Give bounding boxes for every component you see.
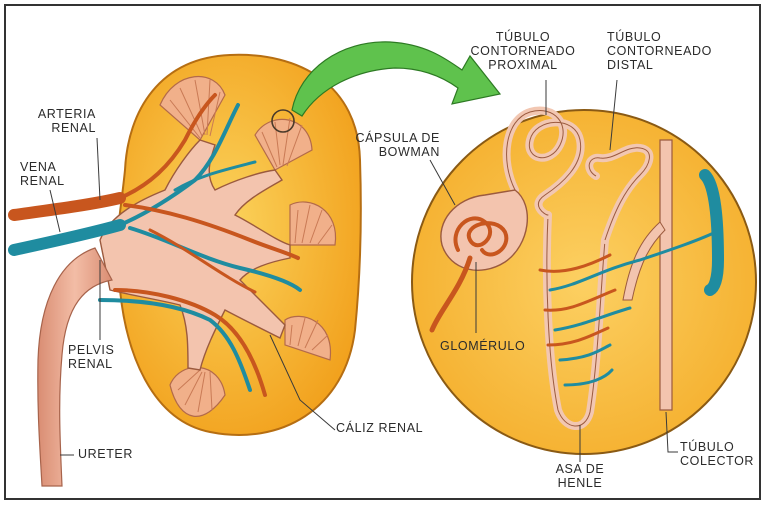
collecting-tubule bbox=[660, 140, 672, 410]
label-asa-henle: ASA DE HENLE bbox=[532, 462, 628, 490]
label-tubulo-distal: TÚBULO CONTORNEADO DISTAL bbox=[607, 30, 725, 72]
nephron-detail-circle bbox=[412, 110, 756, 454]
label-vena-renal: VENA RENAL bbox=[20, 160, 90, 188]
label-tubulo-proximal: TÚBULO CONTORNEADO PROXIMAL bbox=[464, 30, 582, 72]
label-tubulo-colector: TÚBULO COLECTOR bbox=[680, 440, 762, 468]
label-ureter: URETER bbox=[78, 447, 158, 461]
label-pelvis-renal: PELVIS RENAL bbox=[68, 343, 138, 371]
label-glomerulo: GLOMÉRULO bbox=[440, 339, 540, 353]
label-arteria-renal: ARTERIA RENAL bbox=[16, 107, 96, 135]
label-caliz-renal: CÁLIZ RENAL bbox=[336, 421, 456, 435]
label-capsula-bowman: CÁPSULA DE BOWMAN bbox=[346, 131, 440, 159]
